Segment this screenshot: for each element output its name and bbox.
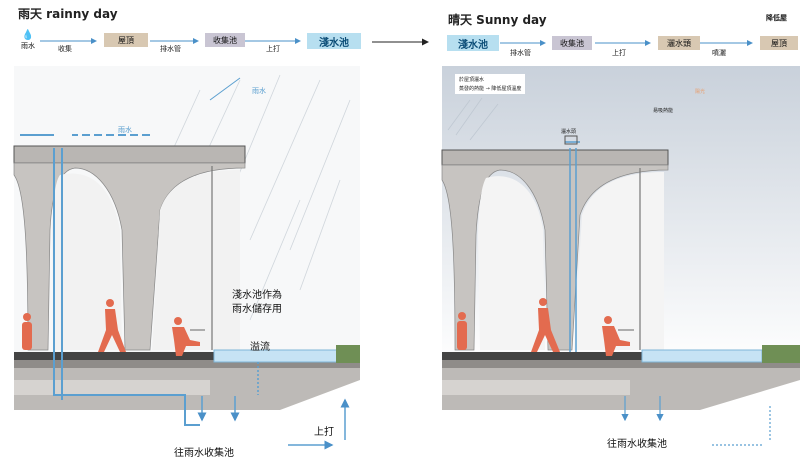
flow-drain-pipe-label: 排水管	[160, 45, 181, 53]
radiant-heat-label: 易吸熱能	[653, 108, 674, 114]
rainy-section	[13, 66, 360, 450]
pool-storage-line1: 淺水池作為	[232, 290, 282, 301]
pool-storage-line2: 雨水儲存用	[232, 304, 282, 315]
overflow-label: 溢流	[250, 342, 270, 353]
rainy-to-tank-label: 往雨水收集池	[174, 448, 234, 459]
sun-label: 陽光	[695, 89, 706, 95]
sunny-flow-pump-label: 上打	[612, 49, 626, 57]
sunny-flow-spray-label: 噴灑	[712, 49, 726, 57]
sunny-flow-drain-label: 排水管	[510, 49, 531, 57]
sunny-note-box: 於屋頂灑水 蒸發的熱能 → 降低屋頂溫度	[455, 74, 526, 94]
sunny-to-tank-label: 往雨水收集池	[607, 439, 667, 450]
sunny-note-line1: 於屋頂灑水	[459, 77, 485, 83]
sunny-note-line2: 蒸發的熱能 → 降低屋頂溫度	[459, 86, 522, 92]
sunny-flow-tank-box: 收集池	[552, 36, 592, 50]
sprinkler-small-label: 灑水頭	[561, 129, 577, 135]
rain-water-label: 雨水	[252, 87, 266, 95]
flow-collection-tank-box: 收集池	[205, 33, 245, 47]
sunny-section	[441, 66, 800, 446]
rainy-pump-up-label: 上打	[314, 427, 334, 438]
flow-collect-label: 收集	[58, 45, 72, 53]
sunny-flow-cooling-label: 降低屋	[766, 14, 787, 22]
sunny-title: 晴天 Sunny day	[448, 13, 547, 27]
rain-drop-icon: 💧	[21, 30, 35, 41]
rainy-title: 雨天 rainny day	[18, 7, 118, 21]
flow-roof-box: 屋頂	[104, 33, 148, 47]
flow-pump-up-label: 上打	[266, 45, 280, 53]
people-rainy	[22, 299, 200, 356]
flow-rain-label: 雨水	[21, 42, 35, 50]
rain-water-label-2: 雨水	[118, 126, 132, 134]
rain-drop-box: 💧 雨水	[16, 30, 40, 52]
flow-shallow-pool-box: 淺水池	[307, 33, 361, 49]
sunny-flow-sprinkler-box: 灑水頭	[658, 36, 700, 50]
sunny-flow-roof-box: 屋頂	[760, 36, 798, 50]
sunny-flow-pool-box: 淺水池	[447, 35, 499, 51]
people-sunny	[457, 298, 630, 356]
